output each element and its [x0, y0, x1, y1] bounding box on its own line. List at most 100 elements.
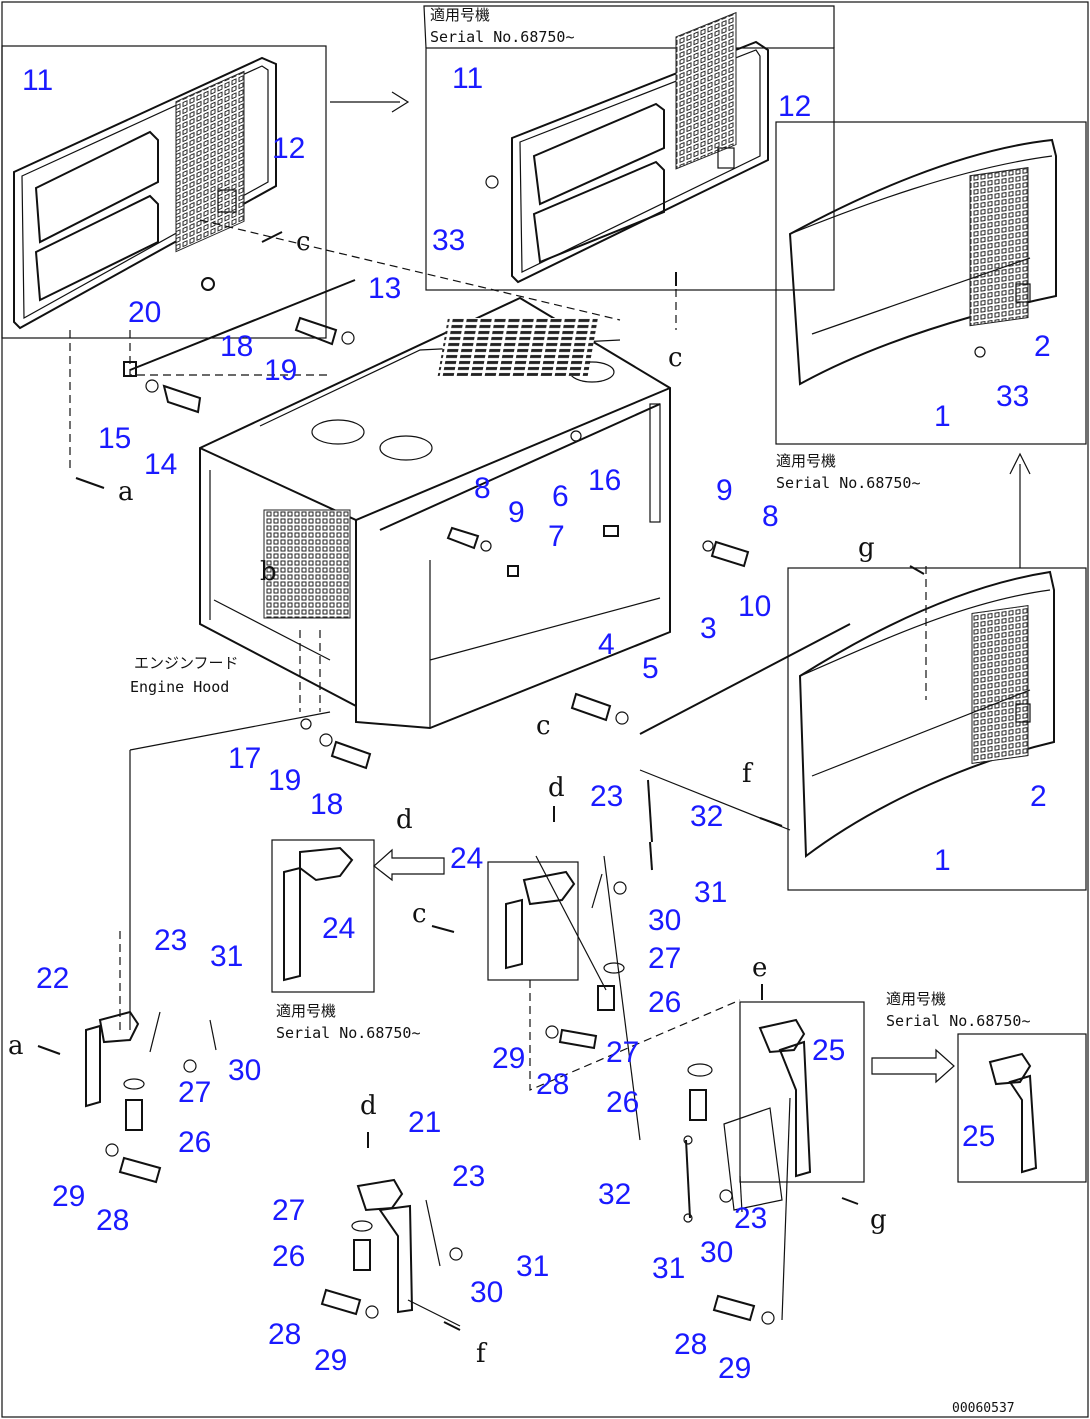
view-letter-g: g	[858, 533, 875, 563]
part-number-callout: 1	[934, 844, 951, 877]
part-number-callout: 9	[508, 496, 525, 529]
part-number-callout: 31	[210, 940, 243, 973]
serial-note-top: 適用号機 Serial No.68750~	[430, 6, 575, 46]
part-number-callout: 19	[264, 354, 297, 387]
leader-lines	[69, 219, 927, 1321]
part-number-callout: 11	[22, 64, 53, 97]
side-door	[798, 570, 1055, 858]
part-number-callout: 12	[272, 132, 305, 165]
part-number-callout: 33	[996, 380, 1029, 413]
part-number-callout: 2	[1030, 780, 1047, 813]
part-number-callout: 12	[778, 90, 811, 123]
serial-note-right: 適用号機 Serial No.68750~	[776, 452, 921, 492]
part-number-callout: 30	[700, 1236, 733, 1269]
serial-note-bottom-right: 適用号機 Serial No.68750~	[886, 990, 1031, 1030]
hinge-25	[683, 1018, 812, 1325]
part-number-callout: 24	[450, 842, 483, 875]
part-number-callout: 19	[268, 764, 301, 797]
part-number-callout: 22	[36, 962, 69, 995]
part-number-callout: 27	[178, 1076, 211, 1109]
serial-note-right-jp: 適用号機	[776, 452, 836, 470]
bracket-24-box	[487, 861, 579, 981]
part-number-callout: 3	[700, 612, 717, 645]
part-number-callout: 25	[962, 1120, 995, 1153]
engine-hood-caption-jp: エンジンフード	[134, 654, 239, 672]
view-letter-f: f	[476, 1339, 488, 1369]
part-number-callout: 26	[178, 1126, 211, 1159]
part-number-callout: 25	[812, 1034, 845, 1067]
part-number-callout: 29	[52, 1180, 85, 1213]
part-callouts: 11 12 13 20 18 19 15 14 11 12 33 2 1 33 …	[22, 62, 1051, 1385]
part-number-callout: 28	[268, 1318, 301, 1351]
view-letter-c: c	[668, 343, 683, 373]
view-letter-a: a	[118, 477, 134, 507]
view-letter-f: f	[742, 759, 754, 789]
variant-top-box-tab	[423, 5, 835, 49]
arrow-to-variant-top	[330, 91, 410, 113]
part-number-callout: 29	[718, 1352, 751, 1385]
rear-door-left	[13, 56, 277, 330]
serial-note-right-en: Serial No.68750~	[776, 474, 921, 492]
view-letter-d: d	[360, 1091, 377, 1121]
hinge-22	[85, 1010, 217, 1184]
part-number-callout: 30	[228, 1054, 261, 1087]
serial-note-mid-jp: 適用号機	[276, 1002, 336, 1020]
rear-door-variant	[485, 11, 769, 284]
part-number-callout: 16	[588, 464, 621, 497]
part-number-callout: 23	[452, 1160, 485, 1193]
part-number-callout: 23	[734, 1202, 767, 1235]
view-letter-d: d	[396, 805, 413, 835]
part-number-callout: 33	[432, 224, 465, 257]
part-number-callout: 30	[470, 1276, 503, 1309]
engine-hood-caption: エンジンフード Engine Hood	[130, 654, 239, 696]
part-number-callout: 31	[652, 1252, 685, 1285]
view-letter-c: c	[296, 227, 311, 257]
view-letter-c: c	[412, 899, 427, 929]
part-number-callout: 14	[144, 448, 177, 481]
rear-door-left-box	[1, 45, 327, 339]
drawing-id: 00060537	[952, 1401, 1015, 1416]
serial-note-br-en: Serial No.68750~	[886, 1012, 1031, 1030]
view-arrows	[37, 231, 925, 1331]
part-number-callout: 32	[690, 800, 723, 833]
view-letter-c: c	[536, 711, 551, 741]
engine-hood-body	[199, 296, 671, 730]
view-letter-d: d	[548, 773, 565, 803]
view-letter-b: b	[260, 557, 277, 587]
arrow-to-variant-bottom	[871, 1048, 955, 1084]
part-number-callout: 20	[128, 296, 161, 329]
hinge-21	[320, 1178, 463, 1327]
part-number-callout: 13	[368, 272, 401, 305]
part-number-callout: 23	[154, 924, 187, 957]
part-number-callout: 31	[516, 1250, 549, 1283]
part-number-callout: 11	[452, 62, 483, 95]
hardware	[123, 277, 851, 770]
part-number-callout: 17	[228, 742, 261, 775]
arrow-to-variant-mid	[373, 848, 445, 882]
part-number-callout: 28	[96, 1204, 129, 1237]
engine-hood-caption-en: Engine Hood	[130, 678, 229, 696]
part-number-callout: 9	[716, 474, 733, 507]
part-number-callout: 2	[1034, 330, 1051, 363]
serial-note-mid-en: Serial No.68750~	[276, 1024, 421, 1042]
part-number-callout: 26	[272, 1240, 305, 1273]
serial-note-top-jp: 適用号機	[430, 6, 490, 24]
bracket-24	[505, 779, 653, 1050]
part-number-callout: 8	[474, 472, 491, 505]
side-door-box	[787, 567, 1087, 891]
part-number-callout: 7	[548, 520, 565, 553]
part-number-callout: 18	[220, 330, 253, 363]
bracket-24-variant	[283, 846, 354, 982]
part-number-callout: 28	[536, 1068, 569, 1101]
part-number-callout: 29	[492, 1042, 525, 1075]
serial-note-mid: 適用号機 Serial No.68750~	[276, 1002, 421, 1042]
serial-note-top-en: Serial No.68750~	[430, 28, 575, 46]
part-number-callout: 24	[322, 912, 355, 945]
part-number-callout: 27	[272, 1194, 305, 1227]
part-number-callout: 23	[590, 780, 623, 813]
part-number-callout: 30	[648, 904, 681, 937]
part-number-callout: 4	[598, 628, 615, 661]
part-number-callout: 27	[648, 942, 681, 975]
part-number-callout: 1	[934, 400, 951, 433]
